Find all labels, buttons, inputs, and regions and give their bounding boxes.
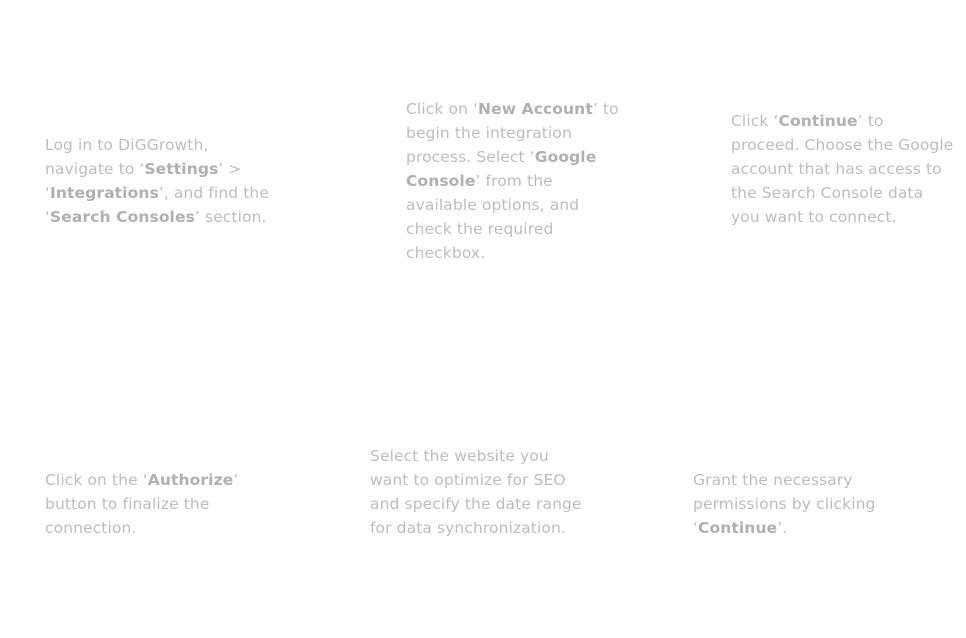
step-text: Click ‘ xyxy=(731,112,779,130)
step-text: ’ button to finalize the connection. xyxy=(45,471,239,537)
step-emphasis: New Account xyxy=(478,100,593,118)
step-text: Click on the ‘ xyxy=(45,471,148,489)
step-emphasis: Integrations xyxy=(50,184,159,202)
step-4-instruction: Click on the ‘Authorize’ button to final… xyxy=(45,468,265,540)
step-text: Select the website you want to optimize … xyxy=(370,447,582,537)
step-text: Grant the necessary permissions by click… xyxy=(693,471,876,537)
step-text: ’ to proceed. Choose the Google account … xyxy=(731,112,954,226)
step-3-instruction: Click ‘Continue’ to proceed. Choose the … xyxy=(731,109,956,229)
step-emphasis: Continue xyxy=(778,112,858,130)
step-emphasis: Google Console xyxy=(406,148,597,190)
step-emphasis: Settings xyxy=(144,160,219,178)
step-6-instruction: Grant the necessary permissions by click… xyxy=(693,468,908,540)
step-emphasis: Search Consoles xyxy=(50,208,195,226)
step-text: Click on ‘ xyxy=(406,100,479,118)
step-2-instruction: Click on ‘New Account’ to begin the inte… xyxy=(406,97,621,265)
step-text: ’ > ‘ xyxy=(45,160,242,202)
step-text: ’ from the available options, and check … xyxy=(406,172,580,262)
step-text: ’ to begin the integration process. Sele… xyxy=(406,100,619,166)
step-5-instruction: Select the website you want to optimize … xyxy=(370,444,585,540)
step-text: Log in to DiGGrowth, navigate to ‘ xyxy=(45,136,209,178)
step-emphasis: Continue xyxy=(698,519,778,537)
step-text: ’, and find the ‘ xyxy=(45,184,269,226)
step-text: ’ section. xyxy=(194,208,267,226)
step-emphasis: Authorize xyxy=(147,471,234,489)
step-1-instruction: Log in to DiGGrowth, navigate to ‘Settin… xyxy=(45,133,275,229)
step-text: ’. xyxy=(777,519,788,537)
